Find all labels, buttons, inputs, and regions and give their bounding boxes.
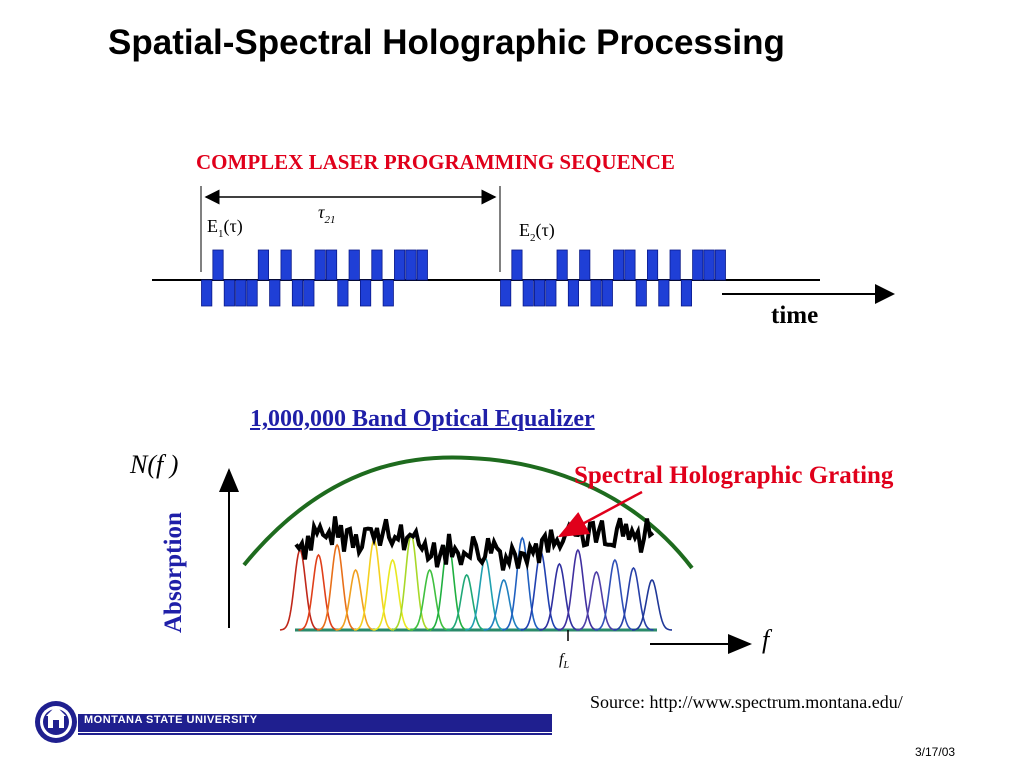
pulse-bar <box>556 249 568 281</box>
pulse-bar <box>371 249 383 281</box>
grating-pointer-arrow <box>557 490 643 538</box>
sequence-title: COMPLEX LASER PROGRAMMING SEQUENCE <box>196 150 675 174</box>
pulse-bar <box>635 279 647 307</box>
pulse-bar <box>359 279 372 307</box>
pulse-bar <box>201 279 213 307</box>
time-axis-label: time <box>771 302 819 329</box>
pulse-bar <box>692 249 704 281</box>
pulse-bar <box>500 279 512 307</box>
grating-label: Spectral Holographic Grating <box>574 462 894 489</box>
pulse-bar <box>394 249 406 281</box>
spectral-peak <box>409 568 450 631</box>
university-name: MONTANA STATE UNIVERSITY <box>84 714 258 726</box>
pulse-bar <box>291 279 304 307</box>
pulse-bar <box>567 279 579 307</box>
pulse-bar <box>325 249 338 281</box>
university-bar <box>78 714 552 732</box>
pulse-bar <box>382 279 394 307</box>
pulse-bar <box>703 249 715 281</box>
pulse-bar <box>337 279 349 307</box>
pulse-bar <box>613 249 625 281</box>
pulse-bar <box>714 249 726 281</box>
pulse-bar <box>534 279 546 307</box>
pulse-train-1 <box>201 249 428 307</box>
university-seal-icon <box>35 701 77 743</box>
slide-title: Spatial-Spectral Holographic Processing <box>108 23 785 62</box>
pulse-bar <box>590 279 602 307</box>
absorption-profile <box>294 516 655 571</box>
envelope-curve <box>242 455 694 570</box>
pulse-bar <box>647 249 659 281</box>
spectral-peak <box>335 568 376 631</box>
pulse-bar <box>579 249 591 281</box>
x-axis-label: f <box>762 625 773 654</box>
spectral-peak <box>557 548 598 631</box>
pulse-bar <box>658 279 670 307</box>
spectral-peak <box>502 536 543 631</box>
pulse-bar <box>416 249 428 281</box>
spectral-peak <box>613 566 654 631</box>
spectral-peak <box>576 570 617 631</box>
pulse-bar <box>303 279 315 307</box>
spectral-peak <box>298 553 339 631</box>
spectral-peak <box>372 558 413 631</box>
equalizer-title: 1,000,000 Band Optical Equalizer <box>250 406 595 432</box>
pulse-bar <box>348 249 360 281</box>
pulse-bar <box>522 279 534 307</box>
pulse2-label: E2(τ) <box>519 220 555 244</box>
pulse-bar <box>601 279 613 307</box>
pulse-bar <box>314 249 326 281</box>
pulse-bar <box>246 279 258 307</box>
pulse1-label: E1(τ) <box>207 216 243 240</box>
pulse-bar <box>212 249 224 281</box>
spectral-peak <box>594 558 635 631</box>
pulse-bar <box>269 279 281 307</box>
spectral-peak <box>446 573 487 631</box>
spectral-peak <box>632 578 672 631</box>
y-function-label: N(f ) <box>129 450 178 479</box>
pulse-bar <box>680 279 692 307</box>
spectral-peak <box>539 562 580 631</box>
pulse-bar <box>624 249 636 281</box>
source-citation: Source: http://www.spectrum.montana.edu/ <box>590 692 903 712</box>
spectral-peak <box>483 578 524 631</box>
pulse-bar <box>511 249 523 281</box>
spectral-peak <box>317 543 358 631</box>
delay-label: τ21 <box>318 202 335 226</box>
pulse-bar <box>669 249 681 281</box>
pulse-bar <box>235 279 247 307</box>
pulse-bar <box>257 249 270 281</box>
pulse-bar <box>545 279 557 307</box>
pulse-train-2 <box>500 249 726 307</box>
pulse-bar <box>405 249 417 281</box>
pulse-bar <box>280 249 292 281</box>
slide-date: 3/17/03 <box>915 745 956 759</box>
pulse-bar <box>223 279 235 307</box>
fL-label: fL <box>559 651 569 671</box>
